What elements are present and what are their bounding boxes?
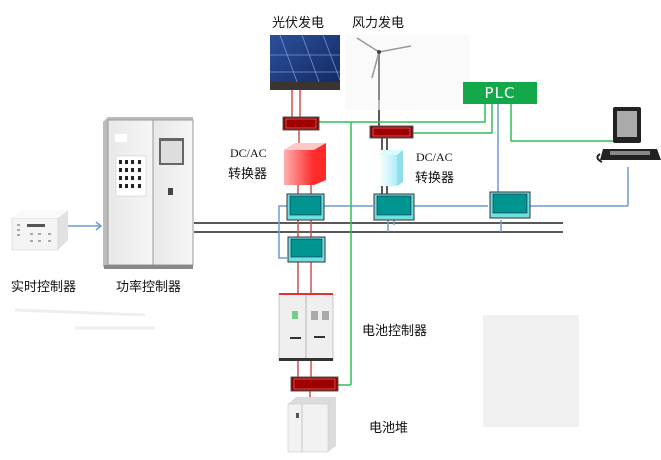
breaker-pv bbox=[282, 116, 320, 131]
inverter-red-icon bbox=[284, 143, 326, 185]
battery-controller-cabinet-icon bbox=[278, 293, 334, 361]
pv-panel-icon bbox=[270, 34, 341, 91]
battery-controller-label: 电池控制器 bbox=[362, 324, 428, 339]
comm-lines bbox=[68, 104, 629, 259]
converter-left-label: 转换器 bbox=[228, 167, 268, 182]
ghost-panel bbox=[483, 315, 579, 427]
pv-power-lines bbox=[291, 90, 312, 398]
breaker-wind bbox=[369, 125, 414, 139]
pv-label: 光伏发电 bbox=[272, 16, 325, 31]
switch-pv bbox=[286, 193, 325, 221]
battery-stack-icon bbox=[287, 397, 336, 453]
ac-bus bbox=[194, 222, 563, 233]
plc-control-lines bbox=[319, 104, 616, 386]
realtime-controller-icon bbox=[11, 210, 68, 251]
breaker-battery bbox=[290, 376, 339, 392]
converter-right-label: 转换器 bbox=[415, 171, 455, 186]
power-controller-label: 功率控制器 bbox=[116, 280, 182, 295]
inverter-cyan-icon bbox=[379, 150, 403, 186]
computer-icon bbox=[596, 107, 661, 163]
switch-wind bbox=[373, 193, 415, 221]
ghost-shading bbox=[14, 308, 155, 330]
battery-stack-label: 电池堆 bbox=[369, 421, 409, 436]
switch-battery bbox=[287, 236, 326, 263]
dcac-right-label: DC/AC bbox=[416, 150, 453, 164]
switch-plc bbox=[489, 191, 531, 219]
dcac-left-label: DC/AC bbox=[230, 146, 267, 160]
wind-label: 风力发电 bbox=[352, 16, 405, 31]
power-controller-cabinet-icon bbox=[103, 117, 194, 269]
wind-turbine-icon bbox=[345, 35, 470, 110]
plc-box: PLC bbox=[463, 82, 537, 104]
realtime-controller-label: 实时控制器 bbox=[11, 280, 77, 295]
